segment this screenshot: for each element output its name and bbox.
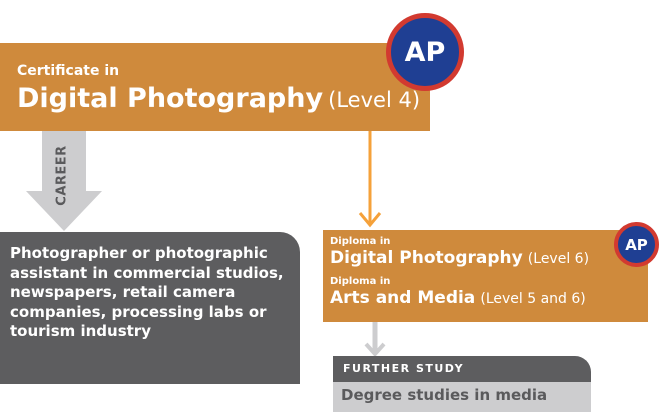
- ap-badge-small-icon: AP: [614, 222, 659, 267]
- certificate-box: Certificate in Digital Photography (Leve…: [0, 43, 430, 131]
- diploma-1-prefix: Diploma in: [330, 236, 391, 247]
- certificate-prefix: Certificate in: [17, 63, 120, 79]
- diploma-2-title-line: Arts and Media (Level 5 and 6): [330, 288, 586, 308]
- orange-connector-arrow: [358, 131, 382, 228]
- diploma-1-title: Digital Photography: [330, 248, 523, 268]
- diploma-2-level: (Level 5 and 6): [480, 291, 586, 307]
- diploma-1-level: (Level 6): [527, 251, 590, 267]
- further-study-title: FURTHER STUDY: [343, 362, 465, 375]
- ap-badge-small-text: AP: [625, 235, 648, 254]
- diploma-1-title-line: Digital Photography (Level 6): [330, 248, 589, 268]
- career-arrow-label: CAREER: [54, 145, 70, 206]
- further-study-box: Degree studies in media: [333, 382, 591, 412]
- career-description: Photographer or photographic assistant i…: [10, 244, 284, 340]
- further-study-header: FURTHER STUDY: [333, 356, 591, 382]
- ap-badge-icon: AP: [386, 13, 464, 91]
- certificate-title-line: Digital Photography (Level 4): [17, 83, 420, 114]
- grey-connector-arrow: [364, 322, 386, 356]
- ap-badge-text: AP: [404, 36, 446, 68]
- certificate-level: (Level 4): [328, 88, 421, 112]
- diploma-2-title: Arts and Media: [330, 288, 476, 308]
- further-study-description: Degree studies in media: [341, 386, 548, 404]
- diploma-2-prefix: Diploma in: [330, 276, 391, 287]
- diploma-box: Diploma in Digital Photography (Level 6)…: [323, 230, 648, 322]
- career-box: Photographer or photographic assistant i…: [0, 232, 300, 384]
- certificate-title: Digital Photography: [17, 83, 324, 114]
- career-arrow-icon: [26, 131, 102, 231]
